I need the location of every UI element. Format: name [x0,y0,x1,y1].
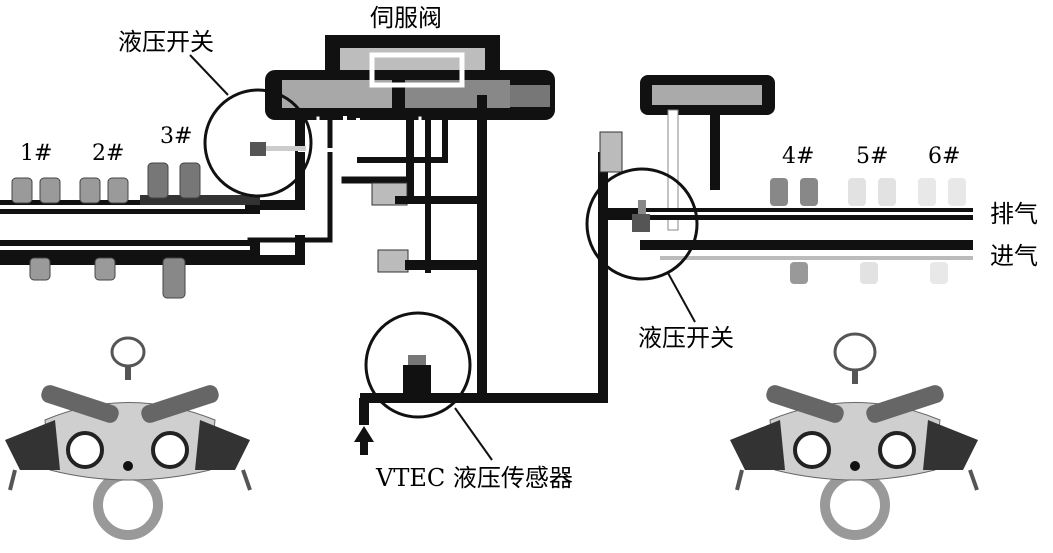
left-valves [11,162,201,299]
hydraulic-switch-left-label: 液压开关 [118,28,214,56]
hydraulic-switch-left-circle [203,88,313,198]
rocker-arm-assembly-right [730,332,979,540]
hydraulic-switch-right [632,200,650,232]
hydraulic-switch-right-label: 液压开关 [638,324,734,352]
intake-label: 进气 [990,242,1038,270]
control-fittings [371,182,483,273]
cylinder-label-4: 4# [782,144,815,169]
sensor-pipe [359,152,608,425]
right-valves [770,178,966,284]
cylinder-label-2: 2# [92,141,125,166]
exhaust-label: 排气 [990,200,1038,228]
right-valve-body [640,75,775,231]
cylinder-label-6: 6# [928,144,961,169]
right-camshafts [599,131,973,260]
vtec-sensor [403,355,431,395]
servo-valve [265,35,555,120]
hydraulic-switch-left [250,142,306,156]
servo-valve-label: 伺服阀 [370,4,442,32]
vtec-sensor-circle [364,311,472,419]
hydraulic-switch-right-circle [585,167,699,281]
cylinder-label-3: 3# [160,124,193,149]
left-camshafts [0,195,260,256]
cylinder-label-5: 5# [856,144,889,169]
up-arrow-icon [354,426,374,455]
vtec-sensor-label: VTEC 液压传感器 [376,464,573,492]
rocker-arm-assembly-left [5,336,252,540]
cylinder-label-1: 1# [20,141,53,166]
